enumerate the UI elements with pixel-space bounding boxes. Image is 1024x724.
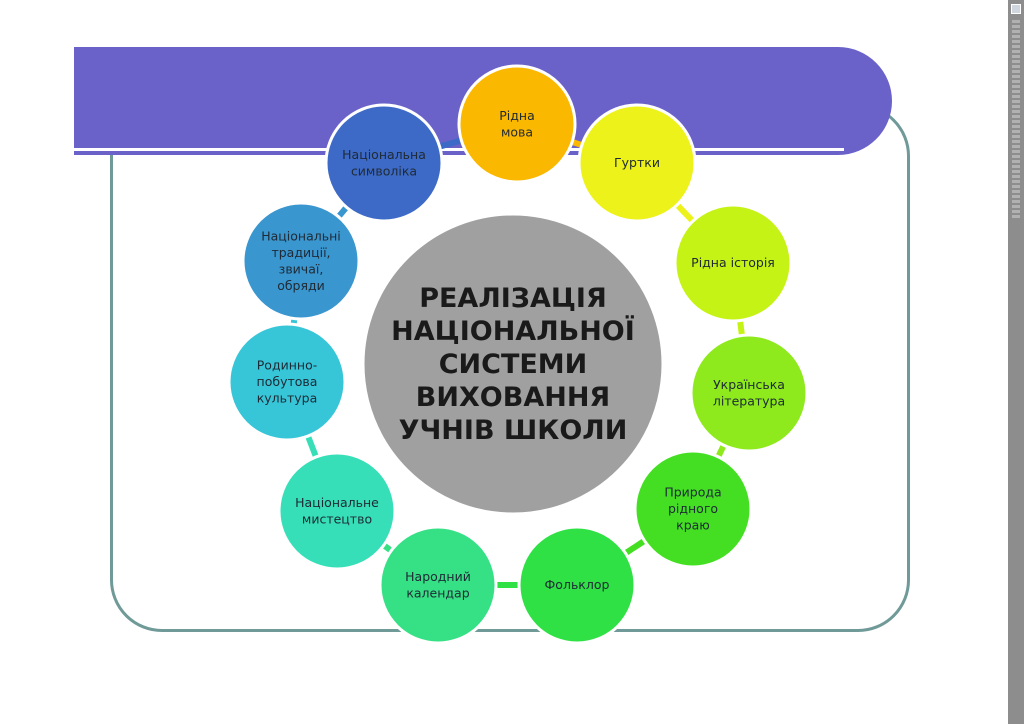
center-circle bbox=[361, 212, 665, 516]
cycle-node-label: мова bbox=[501, 124, 533, 139]
cycle-node bbox=[378, 525, 498, 645]
cycle-node bbox=[324, 103, 444, 223]
cycle-node bbox=[689, 333, 809, 453]
connector-line bbox=[304, 433, 320, 460]
connector-line bbox=[622, 537, 648, 557]
cycle-node-label: побутова bbox=[257, 374, 318, 389]
cycle-node bbox=[241, 201, 361, 321]
cycle-node bbox=[577, 103, 697, 223]
cycle-node-label: обряди bbox=[277, 278, 325, 293]
cycle-node bbox=[277, 451, 397, 571]
cycle-node bbox=[227, 322, 347, 442]
center-title-line: УЧНІВ ШКОЛИ bbox=[399, 415, 628, 446]
cycle-node bbox=[457, 64, 577, 184]
cycle-node-label: Родинно- bbox=[257, 358, 317, 373]
cycle-node-label: Рідна bbox=[499, 108, 535, 123]
cycle-node-label: рідного bbox=[668, 501, 718, 516]
center-title-line: НАЦІОНАЛЬНОЇ bbox=[391, 315, 635, 347]
scrollbar-caption bbox=[1012, 20, 1020, 220]
cycle-node-label: Національна bbox=[342, 147, 426, 162]
cycle-node-label: Природа bbox=[664, 485, 721, 500]
cycle-node bbox=[633, 449, 753, 569]
cycle-node-label: символіка bbox=[351, 163, 417, 178]
cycle-node-label: література bbox=[713, 393, 785, 408]
cycle-node-label: звичаї, bbox=[279, 261, 324, 276]
connector-line bbox=[436, 136, 465, 151]
cycle-node-label: Гуртки bbox=[614, 155, 660, 170]
connector-line bbox=[673, 201, 697, 225]
cycle-node-label: Народний bbox=[405, 569, 471, 584]
center-title-line: РЕАЛІЗАЦІЯ bbox=[419, 283, 607, 314]
cycle-node bbox=[673, 203, 793, 323]
cycle-node-label: краю bbox=[676, 518, 710, 533]
cycle-node-label: традиції, bbox=[271, 245, 330, 260]
center-title-line: ВИХОВАННЯ bbox=[416, 382, 610, 413]
cycle-node-label: Рідна історія bbox=[691, 255, 775, 270]
banner-divider bbox=[74, 148, 844, 151]
cycle-node-label: мистецтво bbox=[302, 511, 372, 526]
cycle-node-label: Українська bbox=[713, 377, 785, 392]
cycle-node bbox=[517, 525, 637, 645]
cycle-node-label: культура bbox=[257, 391, 318, 406]
cycle-node-label: Фольклор bbox=[545, 577, 610, 592]
cycle-node-label: Національні bbox=[261, 228, 341, 243]
cycle-node-label: календар bbox=[406, 585, 469, 600]
scrollbar-thumb[interactable] bbox=[1011, 4, 1021, 14]
center-title-line: СИСТЕМИ bbox=[439, 349, 588, 380]
cycle-node-label: Національне bbox=[295, 495, 379, 510]
